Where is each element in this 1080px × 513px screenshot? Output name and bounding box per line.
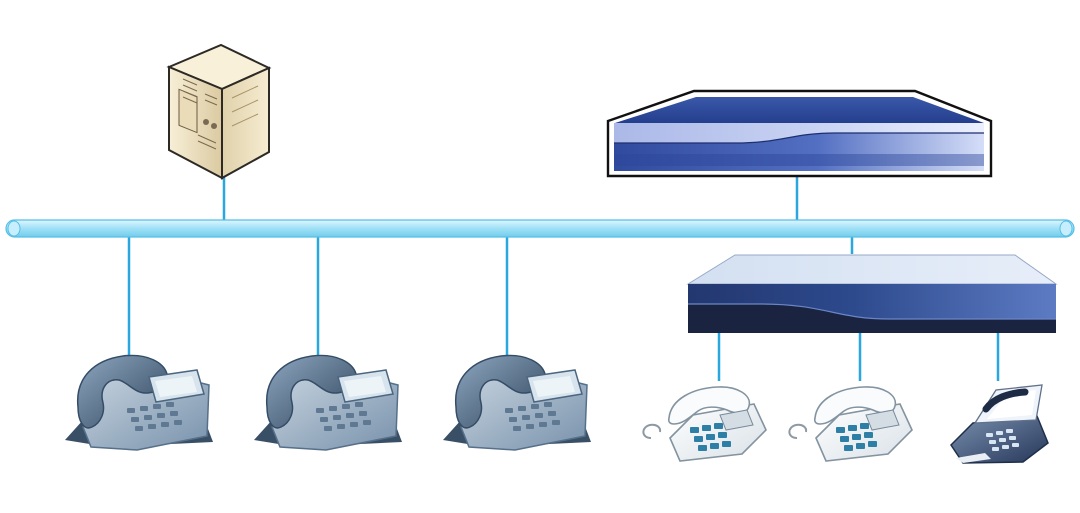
network-bus	[5, 219, 1075, 238]
ip-phone-icon	[443, 354, 591, 451]
ip-phone-3	[443, 354, 591, 451]
analog-phone-1	[642, 386, 767, 462]
ip-phone-icon	[65, 354, 213, 451]
analog-phone-icon	[788, 386, 913, 462]
server-tower-icon	[166, 43, 272, 180]
gateway-appliance-icon	[686, 254, 1058, 333]
analog-phone-icon	[642, 386, 767, 462]
fax-machine	[950, 384, 1049, 464]
ip-phone-2	[254, 354, 402, 451]
analog-phone-2	[788, 386, 913, 462]
fax-machine-icon	[950, 384, 1049, 464]
rack-appliance-icon	[606, 89, 993, 178]
ip-phone-1	[65, 354, 213, 451]
ip-phone-icon	[254, 354, 402, 451]
links	[127, 176, 1000, 381]
